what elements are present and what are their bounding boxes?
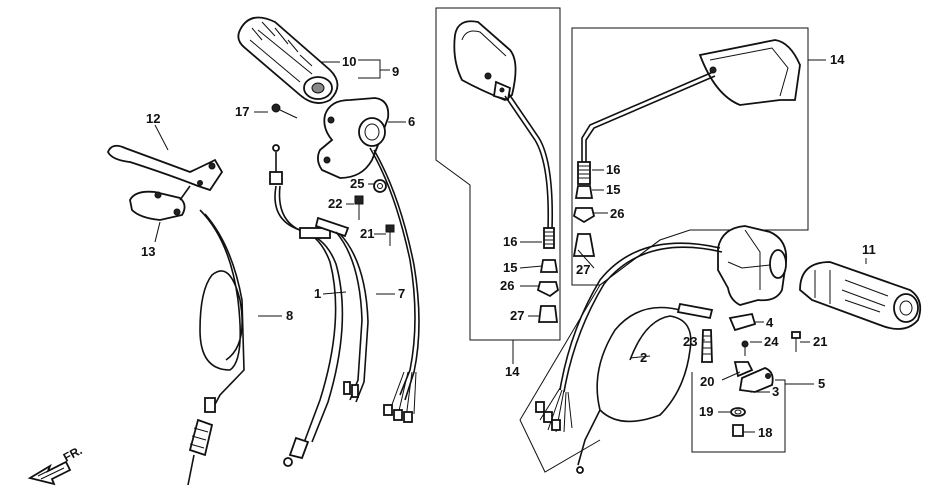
label-14-left: 14 (505, 364, 520, 379)
label-11: 11 (862, 242, 876, 257)
label-14-right: 14 (830, 52, 845, 67)
label-5: 5 (818, 376, 825, 391)
right-grip (799, 261, 922, 330)
clutch-lever-12 (107, 144, 224, 192)
right-switch-housing (717, 225, 788, 306)
arrow-icon (27, 460, 72, 486)
label-3: 3 (772, 384, 779, 399)
front-direction-marker: FR. (27, 443, 85, 486)
label-27-right: 27 (576, 262, 590, 277)
left-mirror-frame (435, 7, 561, 341)
left-switch-harness (369, 147, 420, 423)
right-mirror (572, 39, 801, 257)
label-24: 24 (764, 334, 779, 349)
clutch-cable-8 (187, 209, 245, 486)
leader-lines (154, 59, 867, 433)
label-26-right: 26 (610, 206, 624, 221)
label-16-right: 16 (606, 162, 620, 177)
throttle-parts-group (691, 312, 801, 453)
label-21-left: 21 (360, 226, 374, 241)
callout-labels: 10 9 17 6 12 13 8 1 7 25 22 21 16 15 26 … (141, 52, 876, 440)
left-switch-housing-6 (317, 97, 390, 179)
label-21-right: 21 (813, 334, 827, 349)
hardware-22-21-25 (354, 179, 395, 246)
screw-17 (271, 103, 298, 119)
label-25: 25 (350, 176, 364, 191)
left-mirror (453, 20, 560, 323)
label-18: 18 (758, 425, 772, 440)
label-10: 10 (342, 54, 356, 69)
label-19: 19 (699, 404, 713, 419)
label-12: 12 (146, 111, 160, 126)
label-15-right: 15 (606, 182, 620, 197)
right-switch-frame (519, 239, 661, 473)
right-mirror-frame (571, 27, 809, 286)
label-26-left: 26 (500, 278, 514, 293)
label-7: 7 (398, 286, 405, 301)
label-8: 8 (286, 308, 293, 323)
label-6: 6 (408, 114, 415, 129)
label-22: 22 (328, 196, 342, 211)
throttle-cable-2 (576, 302, 714, 474)
label-23: 23 (683, 334, 697, 349)
label-17: 17 (235, 104, 249, 119)
lever-bracket-13 (129, 185, 191, 221)
label-4: 4 (766, 315, 774, 330)
label-2: 2 (640, 350, 647, 365)
fr-label: FR. (61, 443, 85, 464)
left-grip (237, 16, 339, 104)
throttle-cables-1-7 (269, 144, 369, 467)
label-20: 20 (700, 374, 714, 389)
label-27-left: 27 (510, 308, 524, 323)
right-switch-harness (535, 242, 723, 433)
label-16-left: 16 (503, 234, 517, 249)
label-13: 13 (141, 244, 155, 259)
label-15-left: 15 (503, 260, 517, 275)
label-9: 9 (392, 64, 399, 79)
label-1: 1 (314, 286, 321, 301)
